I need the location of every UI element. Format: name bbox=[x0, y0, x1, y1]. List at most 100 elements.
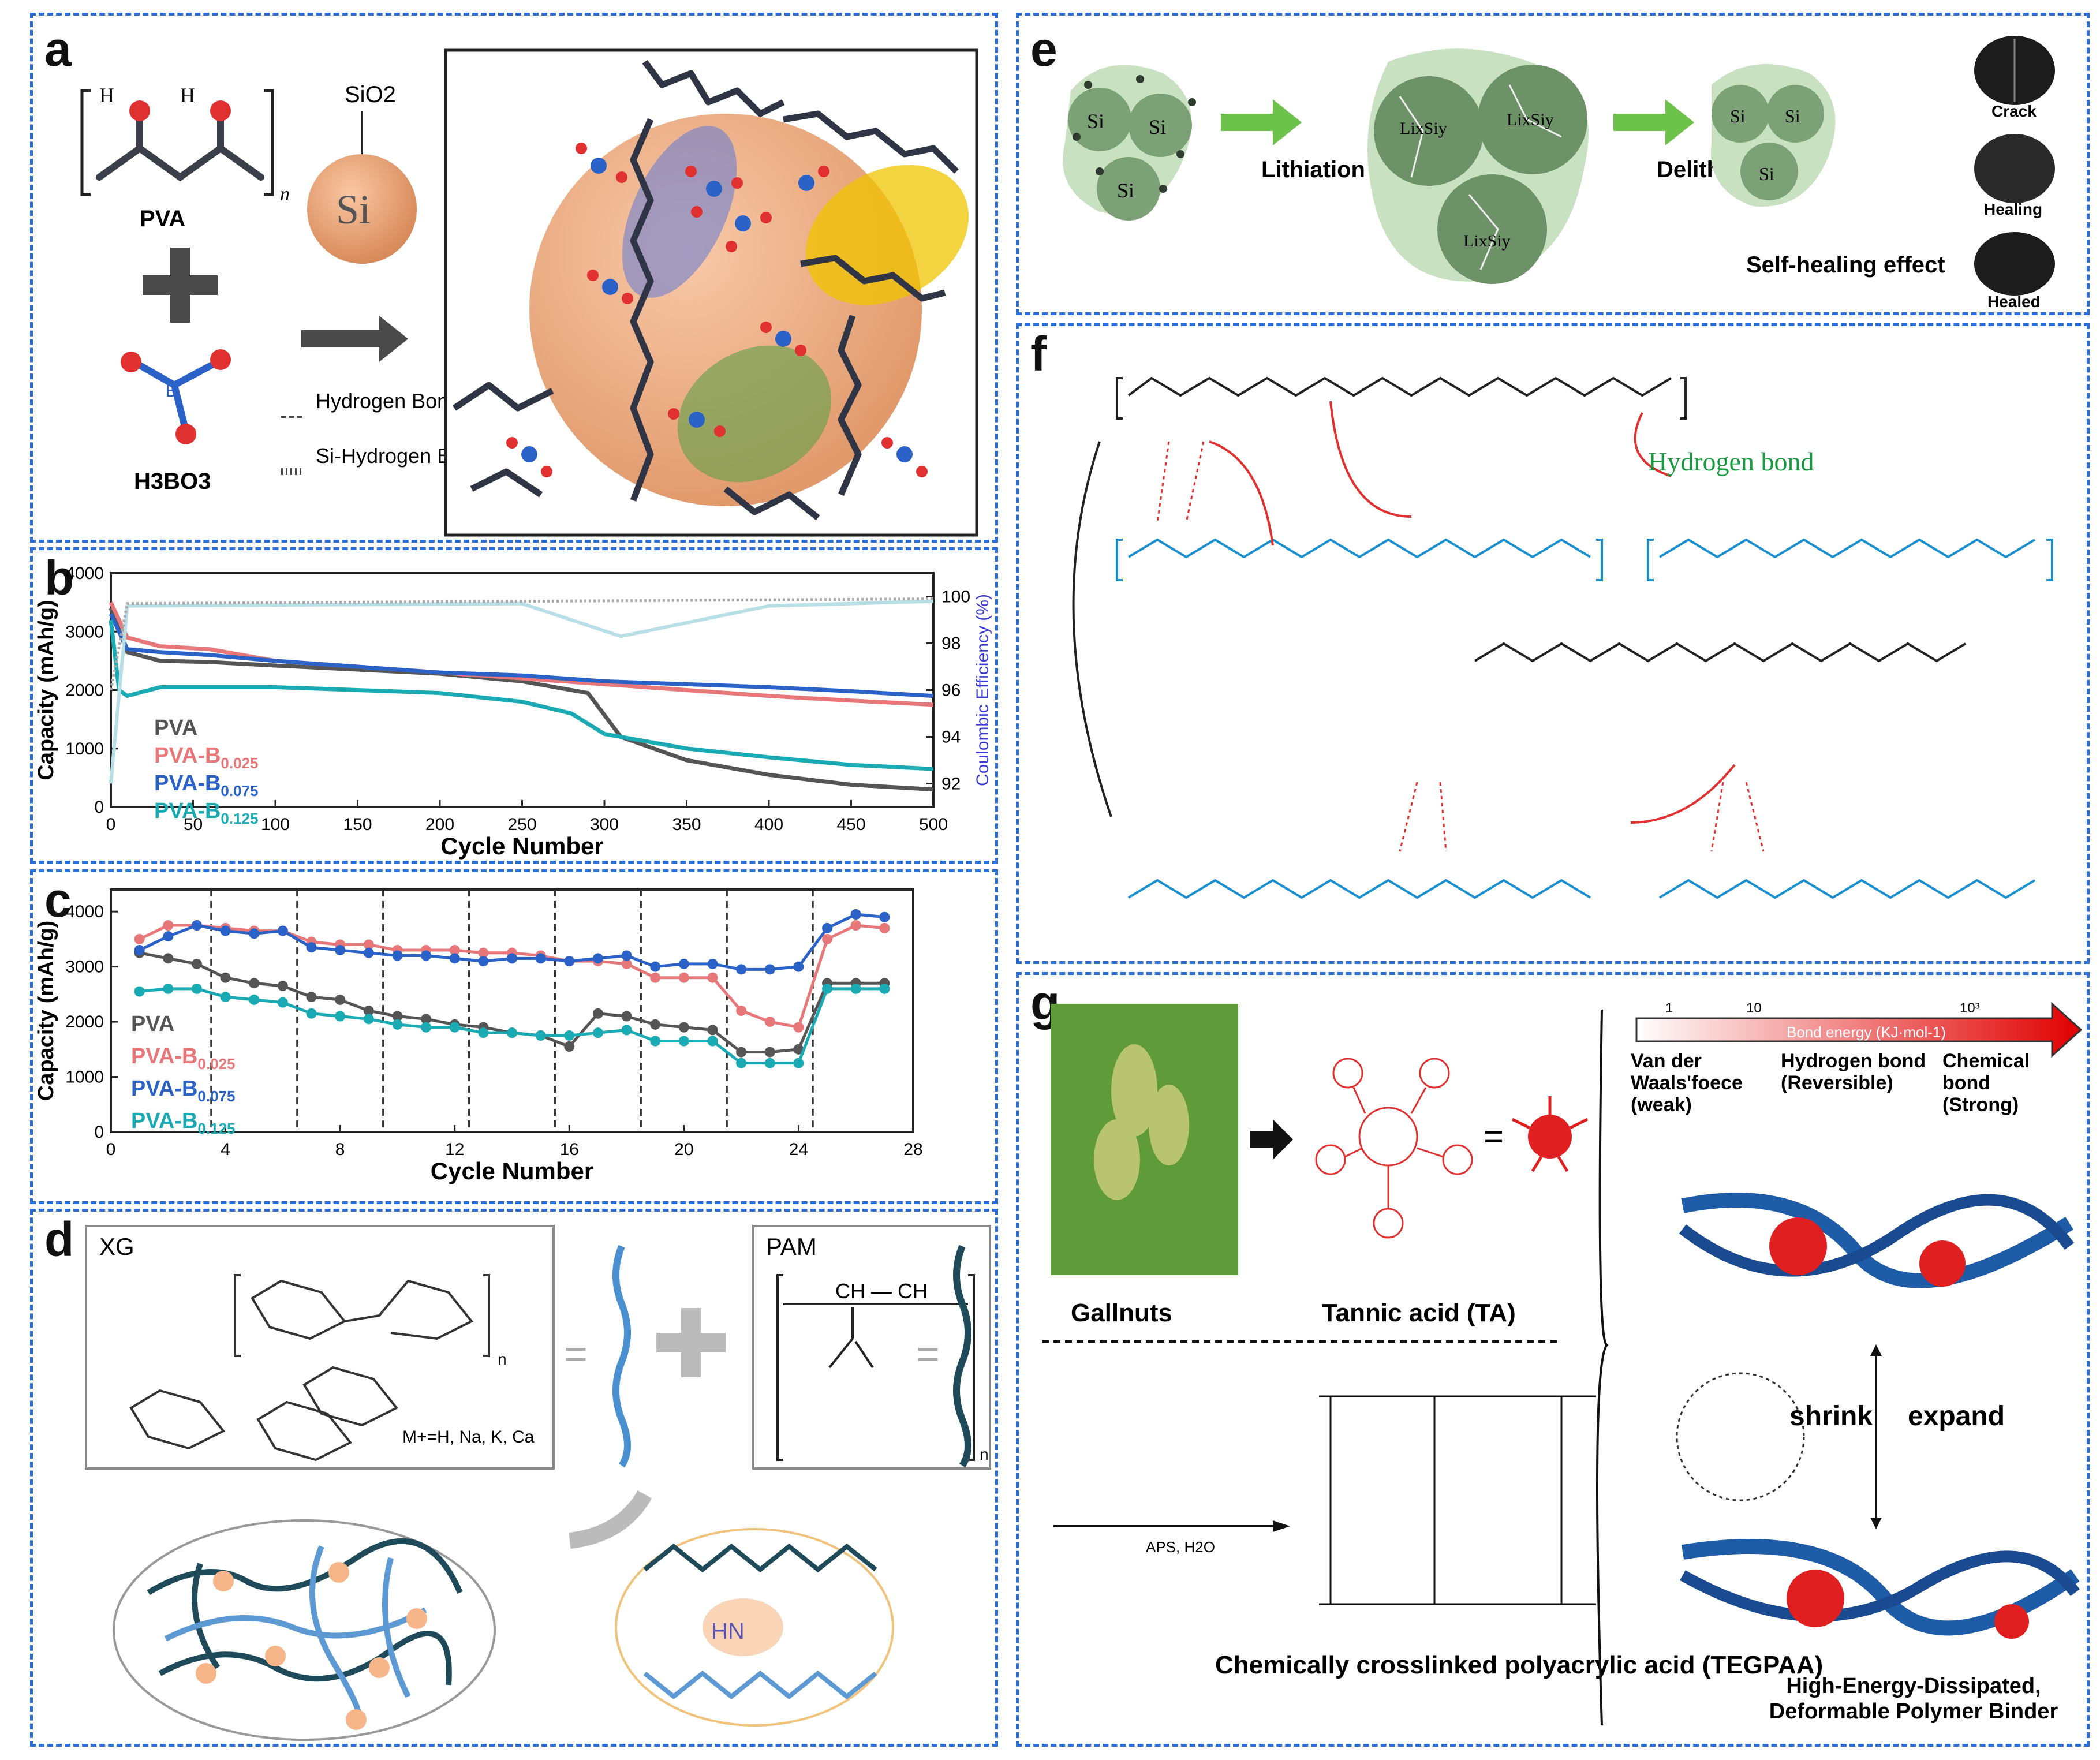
series-point-0 bbox=[220, 972, 231, 983]
e-si-2: Si bbox=[1149, 115, 1166, 139]
panel-d-figure: XG n M+=H, Na, K, Ca = PAM CH — CH n = bbox=[85, 1225, 991, 1741]
series-point-2 bbox=[392, 950, 403, 961]
series-point-0 bbox=[592, 1008, 603, 1019]
series-point-3 bbox=[163, 983, 174, 994]
series-line-0 bbox=[109, 607, 934, 792]
series-point-3 bbox=[879, 983, 890, 994]
series-point-3 bbox=[335, 1011, 346, 1022]
series-point-2 bbox=[249, 928, 260, 939]
series-point-0 bbox=[793, 1044, 804, 1055]
series-point-2 bbox=[650, 961, 661, 972]
series-point-3 bbox=[850, 983, 861, 994]
shrink-label: shrink bbox=[1789, 1401, 1873, 1432]
series-point-2 bbox=[535, 953, 546, 964]
e-si-5: Si bbox=[1785, 106, 1800, 126]
series-point-1 bbox=[707, 972, 718, 983]
panel-c-label: c bbox=[44, 873, 72, 927]
series-point-1 bbox=[850, 920, 861, 931]
series-point-2 bbox=[564, 956, 575, 967]
series-point-3 bbox=[592, 1027, 603, 1038]
y2-tick-label: 98 bbox=[941, 634, 961, 653]
legend-subscript: 0.075 bbox=[221, 782, 258, 799]
series-point-2 bbox=[478, 956, 489, 967]
series-point-1 bbox=[793, 1022, 804, 1033]
panel-a: a H H n PVA B H3BO3 bbox=[30, 13, 998, 543]
y-tick-label: 0 bbox=[94, 1123, 104, 1142]
y-tick-label: 4000 bbox=[65, 564, 104, 583]
x-tick-label: 250 bbox=[507, 815, 536, 834]
hn-label: HN bbox=[711, 1619, 745, 1644]
svg-text:=: = bbox=[564, 1331, 588, 1376]
crack-label: Crack bbox=[1991, 102, 2037, 120]
e-si-1: Si bbox=[1087, 110, 1104, 133]
healed-label: Healed bbox=[1987, 293, 2041, 311]
x-tick-label: 50 bbox=[184, 815, 203, 834]
legend-entry: PVA-B0.125 bbox=[154, 799, 259, 827]
bond-energy-bar bbox=[1635, 1002, 2083, 1058]
h3bo3-label: H3BO3 bbox=[134, 469, 211, 494]
legend-subscript: 0.025 bbox=[221, 754, 258, 772]
pva-h1: H bbox=[99, 84, 114, 107]
scale-10: 10 bbox=[1746, 1000, 1762, 1016]
zoom-arrow bbox=[569, 1490, 652, 1549]
series-point-2 bbox=[850, 909, 861, 920]
y-tick-label: 1000 bbox=[65, 739, 104, 758]
x-tick-label: 12 bbox=[445, 1140, 464, 1159]
series-point-1 bbox=[736, 1006, 747, 1016]
y-tick-label: 2000 bbox=[65, 1012, 104, 1032]
e-si-6: Si bbox=[1759, 163, 1774, 184]
series-point-0 bbox=[191, 958, 202, 969]
selfhealing-label: Self-healing effect bbox=[1746, 252, 1945, 278]
ta-label: Tannic acid (TA) bbox=[1322, 1299, 1516, 1327]
series-point-3 bbox=[478, 1027, 489, 1038]
series-point-2 bbox=[220, 925, 231, 936]
transform-arrow bbox=[1072, 441, 1112, 817]
series-point-3 bbox=[650, 1036, 661, 1047]
x-tick-label: 200 bbox=[425, 815, 454, 834]
e-lisi-3: LixSiy bbox=[1463, 231, 1511, 251]
series-point-1 bbox=[621, 958, 632, 969]
y2-tick-label: 92 bbox=[941, 775, 961, 794]
ce-trace-2 bbox=[109, 597, 934, 690]
y-tick-label: 2000 bbox=[65, 681, 104, 700]
x-tick-label: 450 bbox=[836, 815, 865, 834]
panel-e: e Si Si Si Lithiation LixSiy LixSiy LixS… bbox=[1016, 13, 2090, 315]
x-tick-label: 0 bbox=[106, 815, 116, 834]
legend-entry: PVA-B0.025 bbox=[131, 1044, 236, 1073]
si-label: Si bbox=[336, 186, 371, 233]
expand-label: expand bbox=[1908, 1401, 2005, 1432]
g-arrow-1 bbox=[1250, 1119, 1293, 1160]
legend-subscript: 0.025 bbox=[197, 1055, 235, 1073]
panel-f-label: f bbox=[1030, 327, 1047, 381]
series-point-3 bbox=[277, 997, 288, 1008]
series-point-3 bbox=[707, 1036, 718, 1047]
g-bracket bbox=[1596, 1009, 1609, 1726]
series-point-3 bbox=[564, 1030, 575, 1041]
x-tick-label: 8 bbox=[335, 1140, 345, 1159]
panel-f: f Hydrogen bond bbox=[1016, 323, 2090, 964]
legend-entry: PVA-B0.075 bbox=[131, 1077, 236, 1105]
legend-subscript: 0.125 bbox=[197, 1120, 235, 1137]
series-point-1 bbox=[449, 945, 460, 955]
legend-entry: PVA bbox=[131, 1012, 174, 1036]
series-point-3 bbox=[220, 992, 231, 1003]
series-point-3 bbox=[507, 1027, 517, 1038]
series-point-2 bbox=[793, 961, 804, 972]
legend-subscript: 0.125 bbox=[221, 810, 258, 827]
series-point-0 bbox=[306, 992, 317, 1003]
series-point-2 bbox=[621, 950, 632, 961]
series-point-2 bbox=[335, 945, 346, 955]
legend-entry: PVA-B0.125 bbox=[131, 1109, 236, 1137]
series-point-0 bbox=[163, 953, 174, 964]
series-point-0 bbox=[249, 978, 260, 989]
y-tick-label: 0 bbox=[94, 798, 104, 817]
series-point-2 bbox=[191, 920, 202, 931]
series-point-1 bbox=[363, 939, 374, 950]
x-tick-label: 20 bbox=[674, 1140, 693, 1159]
series-point-0 bbox=[392, 1011, 403, 1022]
panel-b-label: b bbox=[44, 551, 74, 605]
series-point-2 bbox=[163, 931, 174, 942]
series-point-2 bbox=[507, 953, 517, 964]
